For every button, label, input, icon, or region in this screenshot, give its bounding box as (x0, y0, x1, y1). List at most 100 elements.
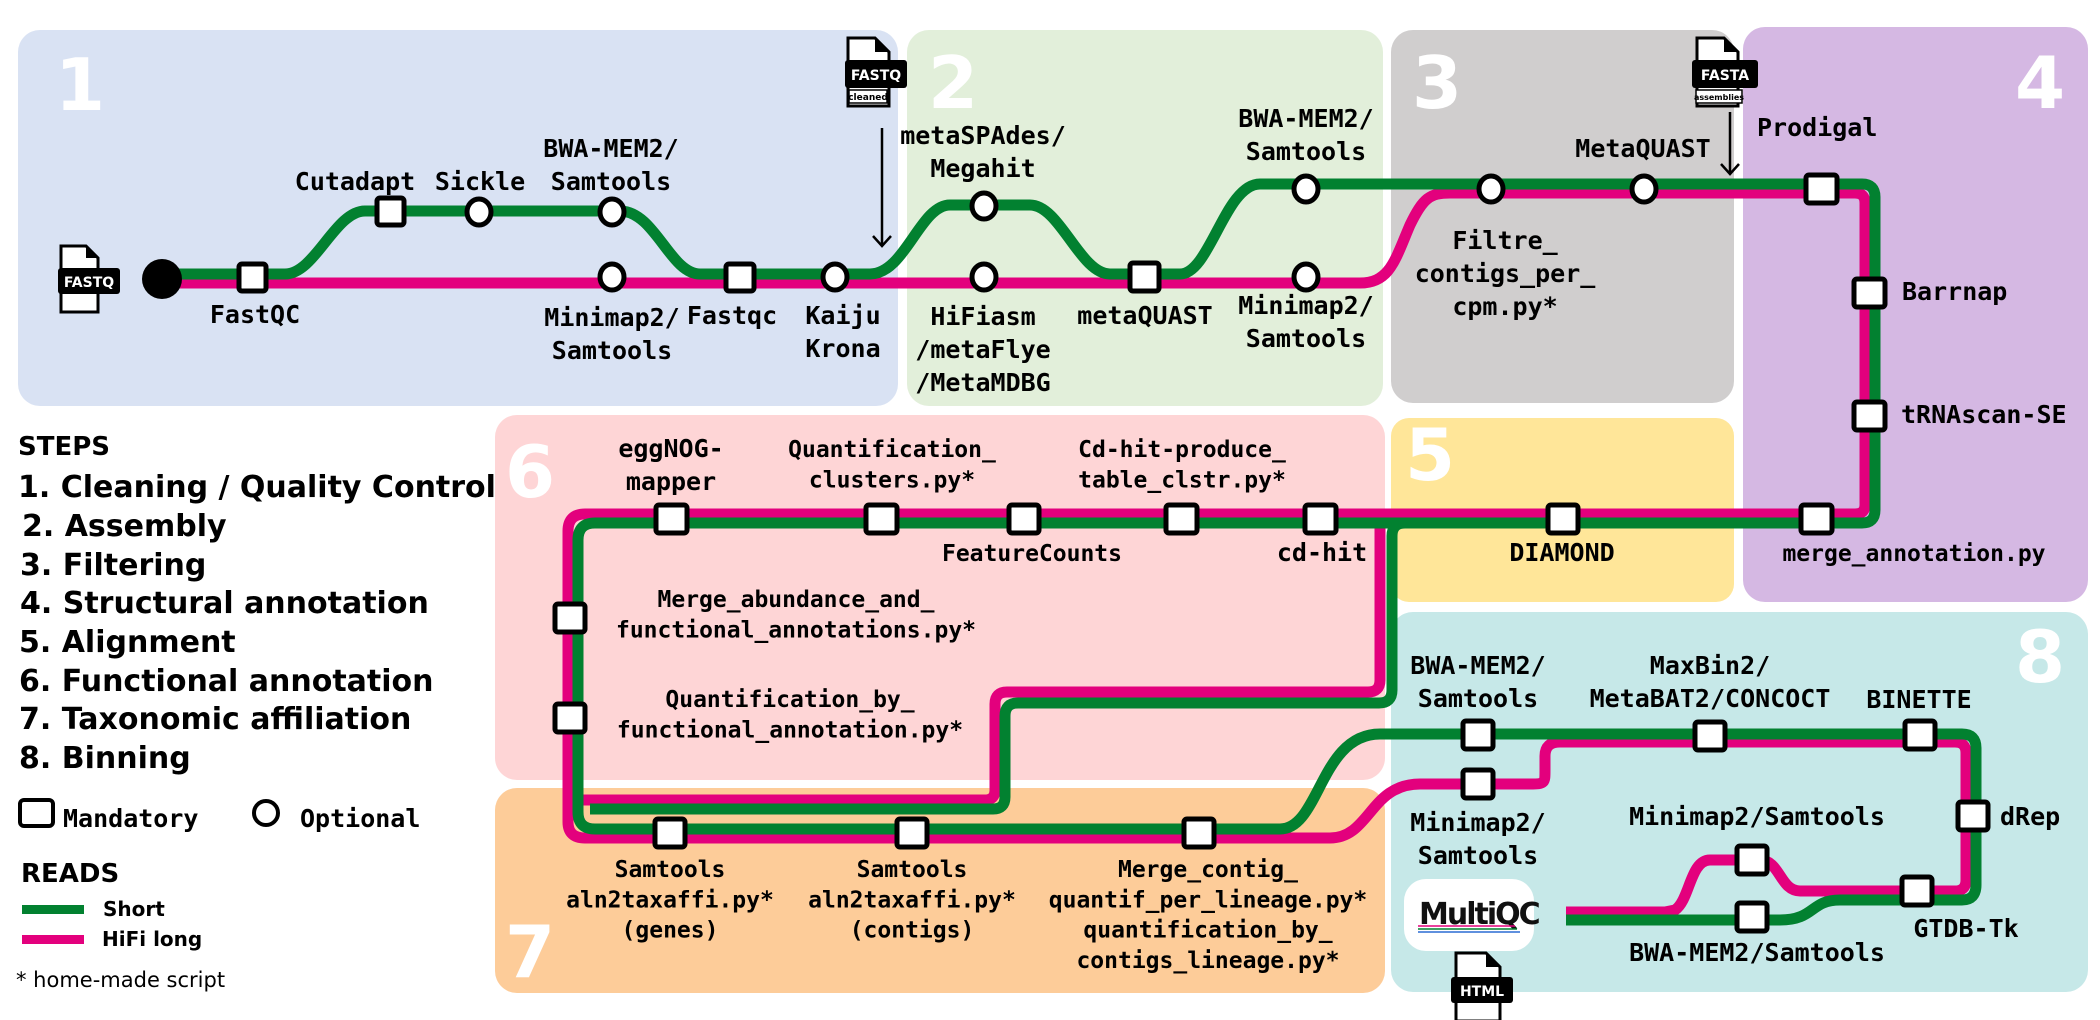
label-line: GTDB-Tk (1913, 914, 2018, 943)
label-cd-hit: cd-hit (1277, 538, 1367, 567)
label-line: eggNOG- (618, 434, 723, 463)
panel-number-7: 7 (505, 910, 555, 994)
station-hifiasm-metaflye-metamdbg[interactable] (969, 261, 999, 293)
station-metaquast-s3[interactable] (1629, 173, 1659, 205)
station-maxbin2-metabat2-concoct[interactable] (1692, 719, 1728, 753)
station-sickle[interactable] (464, 196, 494, 228)
station-binette[interactable] (1902, 718, 1938, 752)
label-cd-hit-produce-table: Cd-hit-produce_table_clstr.py* (1078, 437, 1286, 493)
label-line: Minimap2/ (544, 303, 679, 332)
station-fastqc[interactable] (236, 261, 269, 294)
station-eggnog-mapper[interactable] (653, 502, 690, 536)
panel-number-6: 6 (505, 430, 555, 514)
station-gtdb-tk[interactable] (1899, 874, 1935, 908)
short-reads-line (162, 178, 1982, 926)
label-metaspades-megahit: metaSPAdes/Megahit (900, 121, 1066, 183)
station-minimap2-samtools-s2[interactable] (1291, 261, 1321, 293)
label-bwa-mem2-samtools-s8: BWA-MEM2/Samtools (1410, 651, 1545, 713)
panel-number-4: 4 (2015, 41, 2065, 125)
station-minimap2-samtools-s1[interactable] (597, 261, 627, 293)
label-line: merge_annotation.py (1782, 541, 2045, 567)
label-line: MetaQUAST (1575, 134, 1710, 163)
label-line: contigs_lineage.py* (1076, 948, 1339, 974)
station-trnascan-se[interactable] (1851, 399, 1888, 433)
station-quantification-by-functional[interactable] (552, 701, 588, 735)
stations (236, 172, 1991, 934)
station-bwa-mem2-samtools-s8[interactable] (1460, 718, 1496, 752)
station-metaspades-megahit[interactable] (969, 190, 999, 222)
station-prodigal[interactable] (1803, 172, 1840, 206)
station-cutadapt[interactable] (374, 195, 407, 228)
label-line: Kaiju (805, 301, 880, 330)
station-minimap2-samtools-mags[interactable] (1734, 843, 1770, 877)
file-label: FASTQ (64, 275, 114, 291)
station-barrnap[interactable] (1851, 276, 1888, 310)
station-samtools-aln2taxaffi-genes[interactable] (652, 816, 688, 850)
station-fastqc-2[interactable] (723, 261, 757, 294)
station-bwa-mem2-samtools-s1[interactable] (597, 196, 627, 228)
label-metaquast-s2: metaQUAST (1077, 301, 1212, 330)
station-merge-abundance[interactable] (552, 601, 588, 635)
label-cutadapt: Cutadapt (295, 167, 415, 196)
legend-step-1: 1. Cleaning / Quality Control (18, 470, 496, 505)
label-line: Minimap2/Samtools (1629, 802, 1885, 831)
label-drep: dRep (2000, 802, 2060, 831)
label-line: (genes) (622, 918, 719, 944)
label-line: functional_annotation.py* (617, 717, 963, 743)
label-line: FastQC (210, 300, 300, 329)
station-filtre-contigs-per-cpm[interactable] (1476, 173, 1506, 205)
label-merge-contig-quantif: Merge_contig_quantif_per_lineage.py*quan… (1049, 857, 1368, 974)
panel-number-2: 2 (928, 41, 978, 125)
station-quantification-clusters[interactable] (863, 502, 900, 536)
legend-short-label: Short (103, 897, 165, 921)
legend-optional-label: Optional (300, 804, 420, 833)
label-line: Minimap2/ (1410, 808, 1545, 837)
label-quantification-by-functional: Quantification_by_functional_annotation.… (617, 687, 963, 743)
label-line: MetaBAT2/CONCOCT (1590, 684, 1831, 713)
label-line: cpm.py* (1452, 292, 1557, 321)
label-line: BWA-MEM2/ (1238, 104, 1373, 133)
station-diamond[interactable] (1545, 502, 1581, 536)
legend-step-7: 7. Taxonomic affiliation (19, 702, 411, 737)
label-line: Cutadapt (295, 167, 415, 196)
station-kaiju-krona[interactable] (820, 261, 850, 293)
label-line: mapper (626, 467, 716, 496)
station-bwa-mem2-samtools-s2[interactable] (1291, 173, 1321, 205)
label-quantification-clusters: Quantification_clusters.py* (788, 437, 996, 493)
station-bwa-mem2-samtools-mags[interactable] (1734, 900, 1770, 934)
label-line: HiFiasm (930, 302, 1035, 331)
file-badge (58, 268, 120, 294)
label-merge-annotation: merge_annotation.py (1782, 541, 2045, 567)
station-cd-hit[interactable] (1302, 502, 1339, 536)
label-line: /metaFlye (915, 335, 1050, 364)
label-line: BINETTE (1866, 685, 1971, 714)
label-line: Megahit (930, 154, 1035, 183)
label-line: Filtre_ (1452, 226, 1558, 255)
label-line: aln2taxaffi.py* (808, 887, 1016, 913)
label-line: BWA-MEM2/ (1410, 651, 1545, 680)
station-minimap2-samtools-s8[interactable] (1460, 767, 1496, 801)
station-merge-annotation[interactable] (1798, 502, 1835, 536)
station-merge-contig-quantif[interactable] (1181, 816, 1217, 850)
label-gtdb-tk: GTDB-Tk (1913, 914, 2018, 943)
legend-hifi-swatch (22, 935, 84, 944)
label-line: dRep (2000, 802, 2060, 831)
label-binette: BINETTE (1866, 685, 1971, 714)
label-metaquast-s3: MetaQUAST (1575, 134, 1710, 163)
station-samtools-aln2taxaffi-contigs[interactable] (894, 816, 930, 850)
station-metaquast-s2[interactable] (1127, 260, 1162, 294)
station-drep[interactable] (1955, 799, 1991, 833)
label-bwa-mem2-samtools-s2: BWA-MEM2/Samtools (1238, 104, 1373, 166)
station-featurecounts[interactable] (1006, 502, 1042, 536)
file-badge (845, 60, 907, 88)
legend-step-4: 4. Structural annotation (20, 586, 429, 621)
file-label: FASTA (1701, 68, 1749, 84)
label-line: Krona (805, 334, 880, 363)
short-line-sec6 (572, 517, 1982, 926)
panel-4-structural-annotation (1743, 27, 2088, 602)
station-cd-hit-produce-table[interactable] (1163, 502, 1200, 536)
legend-short-swatch (22, 905, 84, 914)
